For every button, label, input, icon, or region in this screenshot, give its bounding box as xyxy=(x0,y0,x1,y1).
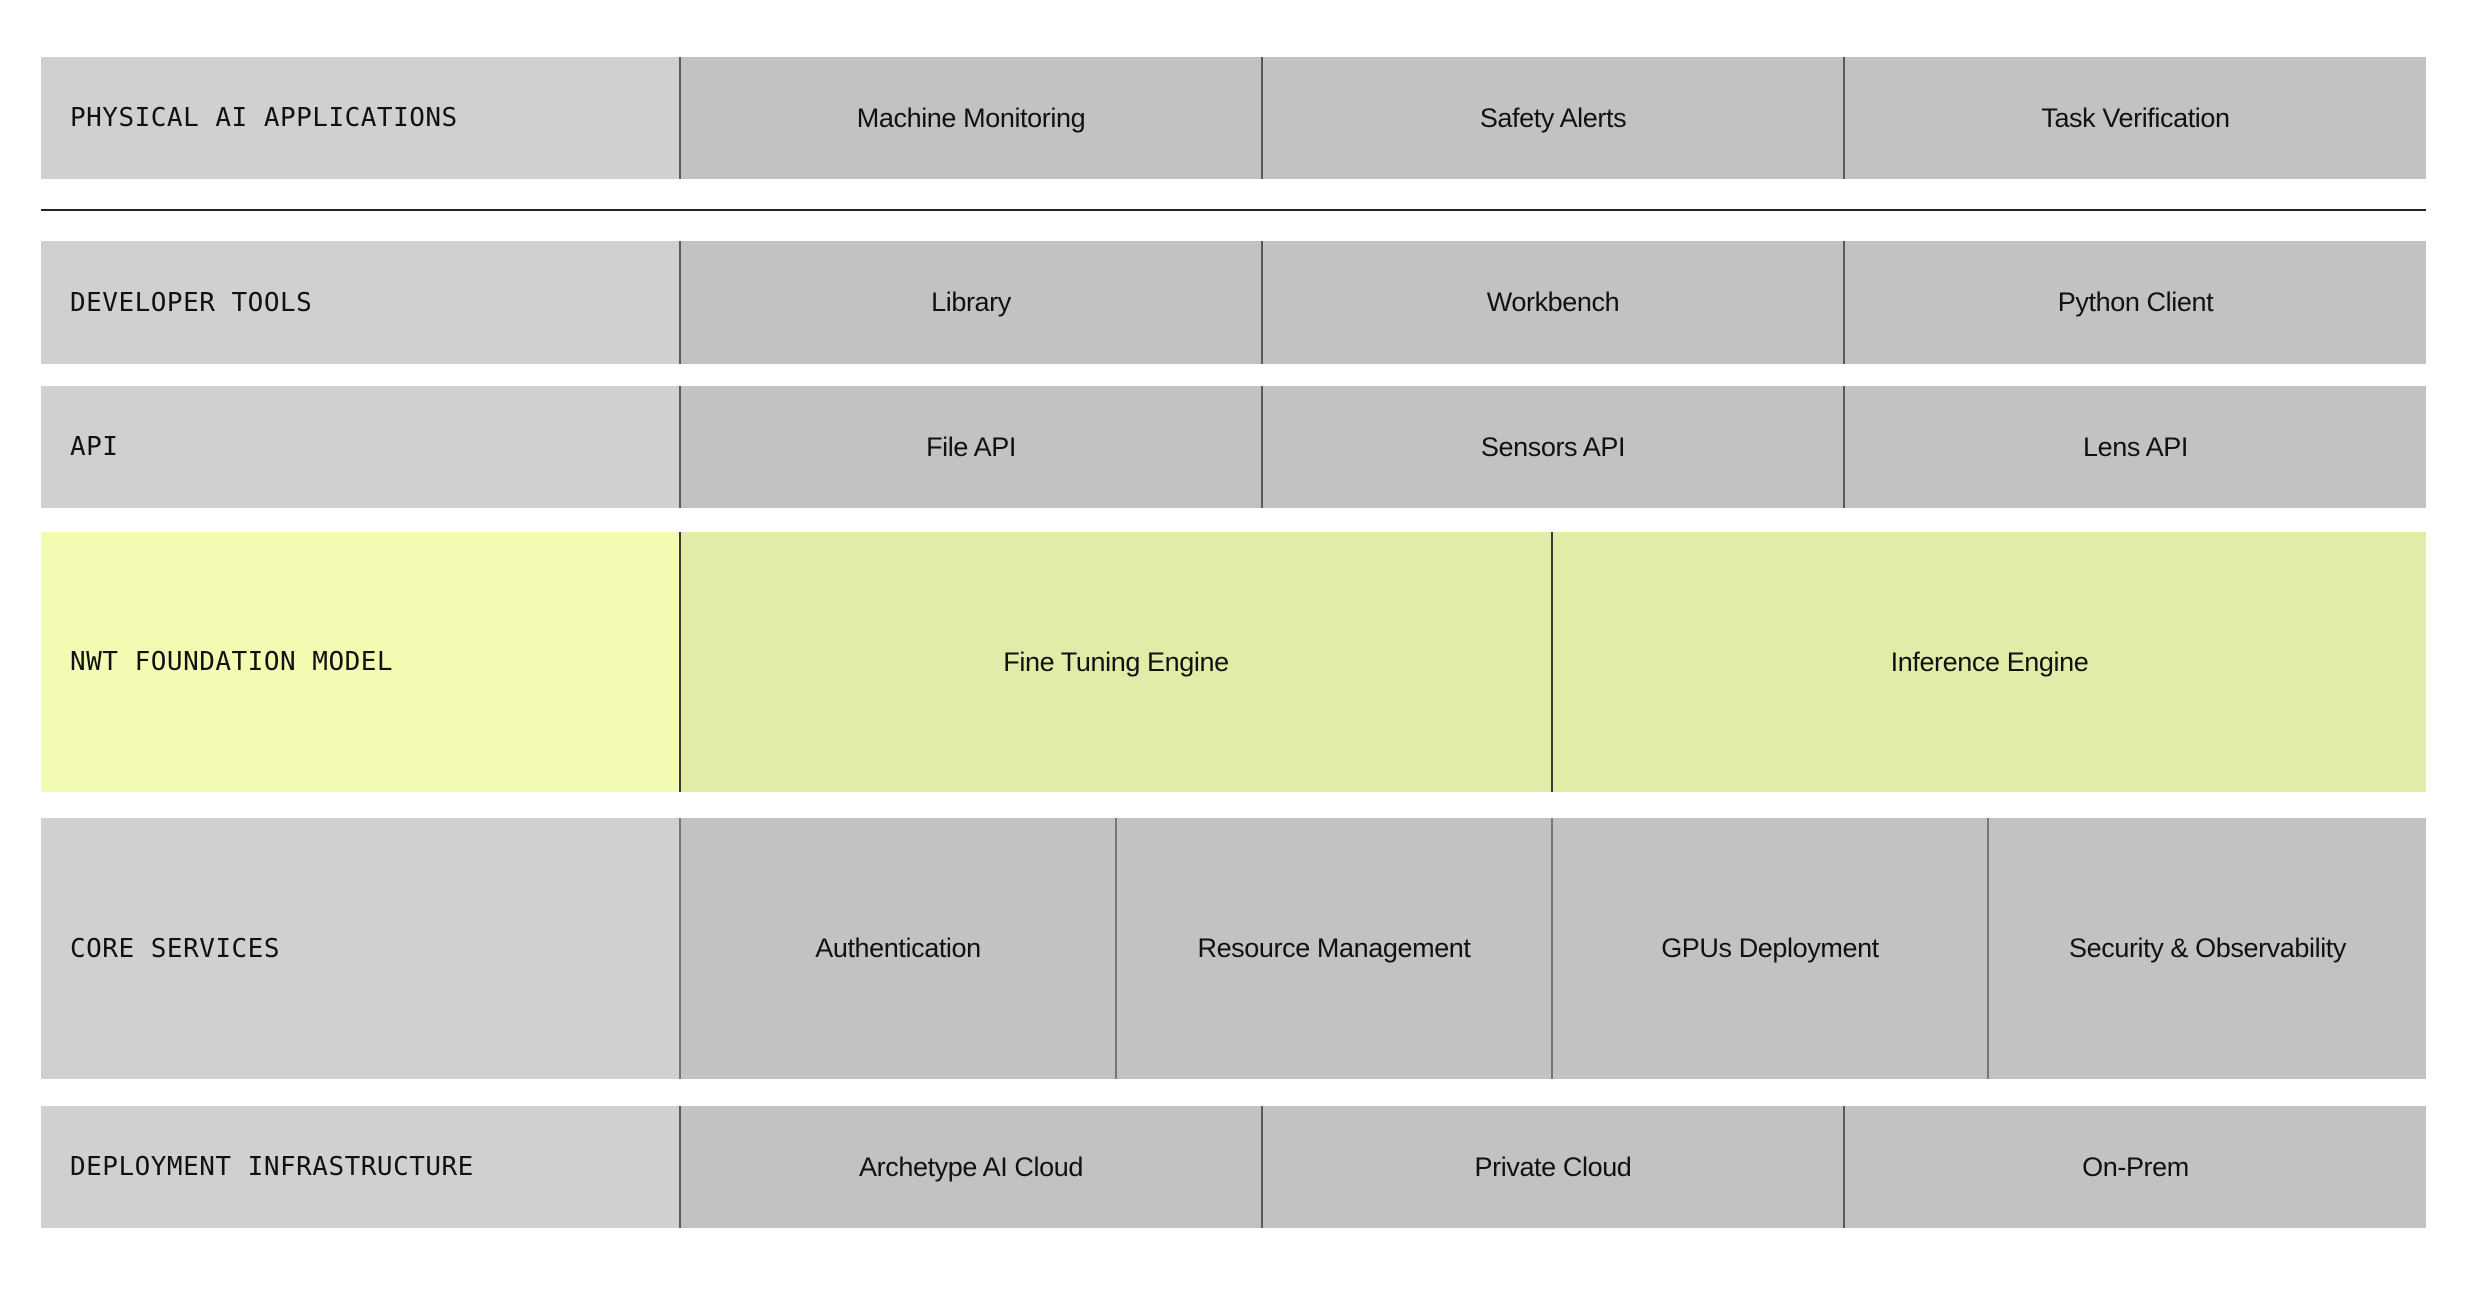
component-security-observability: Security & Observability xyxy=(1987,818,2426,1079)
layer-nwt-foundation-model: NWT FOUNDATION MODEL Fine Tuning Engine … xyxy=(41,532,2426,792)
layer-developer-tools: DEVELOPER TOOLS Library Workbench Python… xyxy=(41,241,2426,364)
layer-physical-ai-applications: PHYSICAL AI APPLICATIONS Machine Monitor… xyxy=(41,57,2426,179)
component-machine-monitoring: Machine Monitoring xyxy=(679,57,1261,179)
component-resource-management: Resource Management xyxy=(1115,818,1551,1079)
section-divider xyxy=(41,209,2426,211)
layer-core-services: CORE SERVICES Authentication Resource Ma… xyxy=(41,818,2426,1079)
layer-label: PHYSICAL AI APPLICATIONS xyxy=(41,57,679,179)
component-safety-alerts: Safety Alerts xyxy=(1261,57,1843,179)
component-private-cloud: Private Cloud xyxy=(1261,1106,1843,1228)
layer-api: API File API Sensors API Lens API xyxy=(41,386,2426,508)
component-workbench: Workbench xyxy=(1261,241,1843,364)
component-lens-api: Lens API xyxy=(1843,386,2426,508)
component-sensors-api: Sensors API xyxy=(1261,386,1843,508)
component-authentication: Authentication xyxy=(679,818,1115,1079)
layer-label: API xyxy=(41,386,679,508)
layer-label: NWT FOUNDATION MODEL xyxy=(41,532,679,792)
layer-label: CORE SERVICES xyxy=(41,818,679,1079)
component-gpus-deployment: GPUs Deployment xyxy=(1551,818,1987,1079)
layer-deployment-infrastructure: DEPLOYMENT INFRASTRUCTURE Archetype AI C… xyxy=(41,1106,2426,1228)
layer-label: DEVELOPER TOOLS xyxy=(41,241,679,364)
component-library: Library xyxy=(679,241,1261,364)
component-file-api: File API xyxy=(679,386,1261,508)
component-on-prem: On-Prem xyxy=(1843,1106,2426,1228)
component-task-verification: Task Verification xyxy=(1843,57,2426,179)
component-fine-tuning-engine: Fine Tuning Engine xyxy=(679,532,1551,792)
component-python-client: Python Client xyxy=(1843,241,2426,364)
component-inference-engine: Inference Engine xyxy=(1551,532,2426,792)
layer-label: DEPLOYMENT INFRASTRUCTURE xyxy=(41,1106,679,1228)
component-archetype-ai-cloud: Archetype AI Cloud xyxy=(679,1106,1261,1228)
